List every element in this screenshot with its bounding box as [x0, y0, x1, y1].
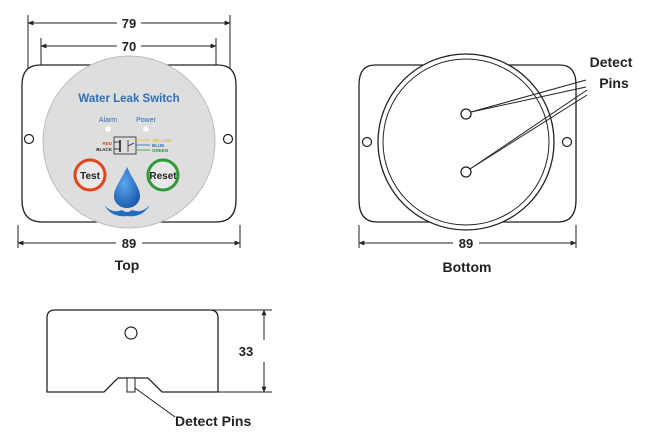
leader-line [469, 89, 588, 170]
wire-red-label: RED [102, 141, 112, 146]
dim-89-label: 89 [459, 236, 473, 251]
leader-line [469, 94, 588, 170]
power-led [142, 125, 150, 133]
top-view-caption: Top [115, 257, 140, 273]
leader-line [470, 86, 587, 113]
bottom-view-caption: Bottom [443, 259, 492, 275]
device-title: Water Leak Switch [78, 93, 179, 105]
wire-black-label: BLACK [96, 147, 112, 152]
base-inner-ring [382, 58, 550, 226]
wire-green-label: GREEN [152, 148, 168, 153]
dim-33-label: 33 [239, 344, 253, 359]
test-button-label: Test [80, 171, 100, 182]
detect-pin [460, 108, 472, 120]
detect-pins-label-line1: Detect [590, 54, 633, 70]
side-detect-pins-label: Detect Pins [175, 413, 251, 429]
power-led-label: Power [136, 117, 157, 124]
wire-yellow-label: YELLOW [152, 138, 172, 143]
dim-79-label: 79 [122, 16, 136, 31]
mount-hole-right [222, 133, 234, 145]
water-drop-icon [104, 167, 150, 217]
reset-button [146, 158, 180, 192]
dim-70-label: 70 [122, 39, 136, 54]
mount-hole-left [361, 136, 373, 148]
reset-button-label: Reset [149, 171, 177, 182]
alarm-led-label: Alarm [99, 117, 117, 124]
side-detect-pin [126, 377, 136, 393]
leader-line [470, 79, 587, 113]
mount-hole-left [23, 133, 35, 145]
mount-hole-right [561, 136, 573, 148]
detect-pin [460, 166, 472, 178]
test-button [73, 158, 107, 192]
side-view: Detect Pins 33 [46, 309, 272, 429]
bottom-view: Detect Pins 89 Bottom [358, 53, 633, 275]
wiring-diagram [113, 136, 150, 155]
side-mount-hole [124, 326, 138, 340]
detect-pins-label-line2: Pins [599, 75, 629, 91]
alarm-led [104, 125, 112, 133]
dim-89-label: 89 [122, 236, 136, 251]
top-view: 79 70 Water Leak Switch Alarm Power [17, 15, 241, 273]
leader-line [134, 387, 176, 418]
wire-blue-label: BLUE [152, 143, 164, 148]
